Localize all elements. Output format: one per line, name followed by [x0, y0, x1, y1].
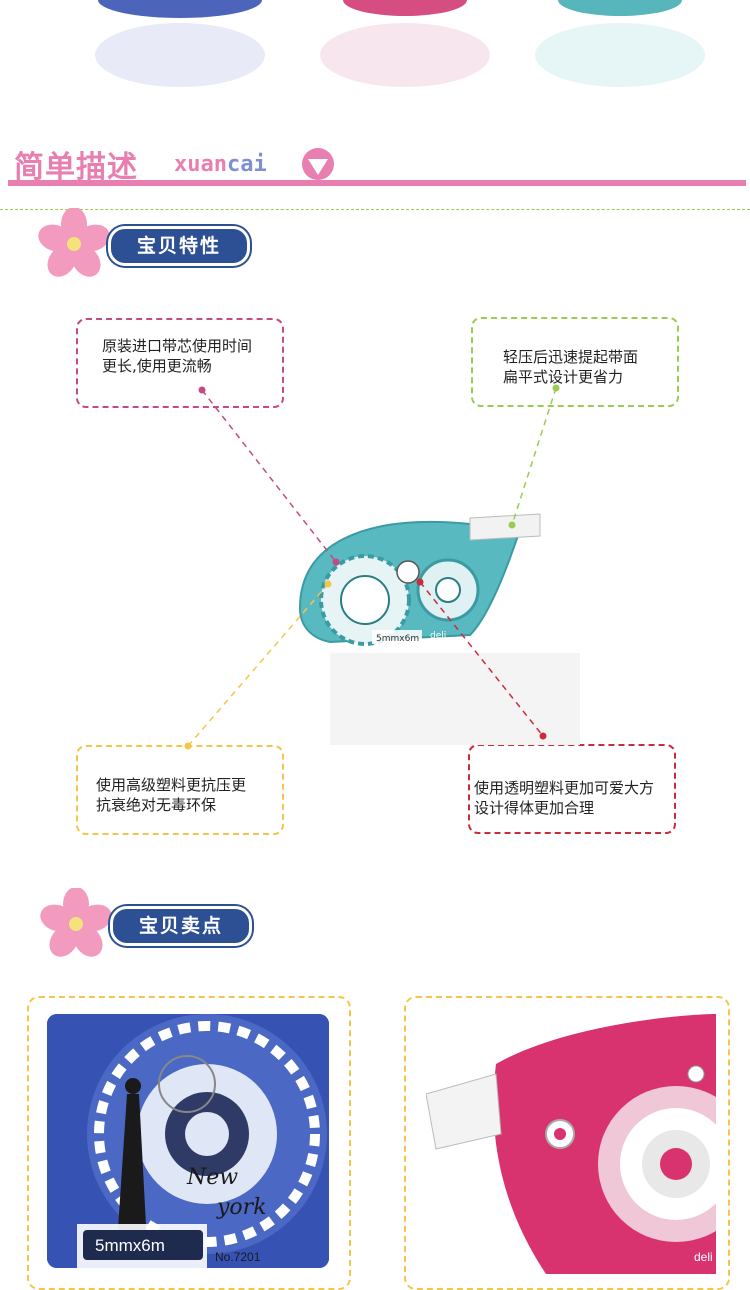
callout-1-line-1: 原装进口带芯使用时间 [102, 337, 253, 355]
callout-1-line-2: 更长,使用更流畅 [102, 357, 212, 375]
right-closeup-image: deli [426, 1014, 716, 1274]
down-arrow-icon [302, 148, 334, 180]
header-underline [8, 180, 746, 186]
header-title-en-part2: cai [226, 152, 267, 177]
selling-frame-right: deli [404, 996, 730, 1290]
callout-box-3: 使用高级塑料更抗压更 抗衰绝对无毒环保 [76, 745, 284, 835]
left-model-label: No.7201 [215, 1250, 261, 1264]
blue-tape-closeup: New york [47, 1014, 329, 1268]
correction-tape-product: 5mmx6m deli [298, 513, 541, 646]
selling-badge: 宝贝卖点 [110, 906, 252, 946]
left-size-label: 5mmx6m [95, 1236, 165, 1255]
pink-tape-closeup [426, 1014, 716, 1274]
callout-3-line-2: 抗衰绝对无毒环保 [96, 796, 217, 814]
svg-text:york: york [216, 1195, 267, 1220]
right-brand-label: deli [694, 1250, 713, 1264]
callout-box-4: 使用透明塑料更加可爱大方 设计得体更加合理 [468, 744, 676, 834]
connector-3 [187, 583, 329, 747]
callout-2-line-1: 轻压后迅速提起带面 [503, 348, 639, 366]
dashed-divider [0, 209, 750, 210]
header-title-en-part1: xuan [174, 152, 227, 177]
header-title-en: xuancai [174, 152, 267, 177]
section-header: 简单描述 xuancai [8, 140, 748, 190]
product-shadow [330, 653, 580, 745]
flower-icon [38, 208, 110, 277]
connector-2 [511, 387, 557, 526]
callout-box-1: 原装进口带芯使用时间 更长,使用更流畅 [76, 318, 284, 408]
callout-3-line-1: 使用高级塑料更抗压更 [96, 776, 247, 794]
product-reflections [95, 0, 705, 87]
top-product-strip [0, 0, 750, 90]
callout-4-line-2: 设计得体更加合理 [474, 799, 595, 817]
product-brand-label: deli [430, 631, 446, 641]
callout-4-line-1: 使用透明塑料更加可爱大方 [474, 779, 655, 797]
left-closeup-image: New york 5mmx6m No.7201 [47, 1014, 329, 1268]
features-badge: 宝贝特性 [108, 226, 250, 266]
callout-2-line-2: 扁平式设计更省力 [503, 368, 624, 386]
product-size-label: 5mmx6m [376, 634, 419, 644]
flower-icon-2 [40, 888, 112, 957]
callout-box-2: 轻压后迅速提起带面 扁平式设计更省力 [471, 317, 679, 407]
header-title-cn: 简单描述 [14, 150, 138, 185]
svg-text:New: New [186, 1165, 238, 1190]
feature-diagram: 5mmx6m deli [184, 384, 580, 750]
connector-1 [201, 389, 337, 563]
selling-frame-left: New york 5mmx6m No.7201 [27, 996, 351, 1290]
